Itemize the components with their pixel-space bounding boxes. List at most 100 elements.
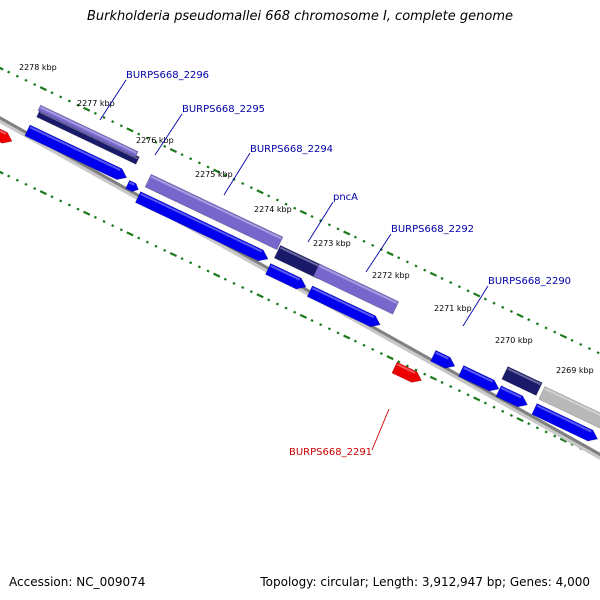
feature-light-1-highlight: [40, 106, 137, 154]
tick-mark: [429, 271, 438, 277]
tick-mark: [466, 393, 470, 397]
tick-mark: [126, 127, 134, 133]
kbp-tick-label: 2274 kbp: [254, 205, 292, 214]
gene-label[interactable]: BURPS668_2291: [289, 447, 372, 458]
feature-dark-2-highlight: [279, 246, 323, 269]
feature-light-3: [312, 263, 400, 315]
tick-mark: [449, 385, 453, 389]
kbp-tick-label: 2273 kbp: [313, 239, 351, 248]
tick-mark: [232, 281, 236, 285]
tick-mark: [189, 157, 193, 161]
tick-mark: [509, 413, 513, 417]
tick-mark: [241, 286, 245, 290]
gene-label-leader: [462, 285, 489, 327]
tick-mark: [492, 405, 496, 409]
feature-dark-2-shape: [273, 244, 325, 280]
tick-mark: [362, 343, 366, 347]
gene-label[interactable]: BURPS668_2294: [250, 144, 333, 155]
gene-label[interactable]: BURPS668_2295: [182, 104, 265, 115]
tick-mark: [7, 174, 11, 178]
feature-dark-3-shape: [501, 366, 543, 396]
accession-text: Accession: NC_009074: [9, 575, 146, 589]
kbp-tick-label: 2270 kbp: [495, 336, 533, 345]
tick-mark: [249, 186, 253, 190]
gene-label-leader: [154, 113, 183, 156]
tick-mark: [67, 99, 71, 103]
tick-mark: [223, 277, 227, 281]
tick-mark: [67, 203, 71, 207]
tick-mark: [76, 103, 80, 107]
gene-label[interactable]: pncA: [333, 192, 358, 203]
tick-mark: [267, 298, 271, 302]
cds-reverse-1-highlight: [396, 363, 416, 374]
cds-forward-5: [306, 285, 381, 328]
tick-mark: [327, 223, 331, 227]
tick-mark: [501, 305, 505, 309]
tick-mark: [0, 170, 4, 175]
cds-forward-8: [495, 385, 528, 408]
backbone-shadow: [0, 116, 600, 460]
tick-mark: [33, 186, 37, 191]
tick-mark: [362, 239, 366, 243]
tick-mark: [386, 355, 394, 361]
tick-mark: [553, 434, 557, 438]
cds-forward-9: [531, 403, 599, 442]
tick-mark: [93, 215, 97, 219]
tick-mark: [293, 206, 297, 210]
tick-mark: [414, 368, 418, 372]
cds-forward-3-highlight: [140, 192, 263, 253]
tick-mark: [39, 86, 47, 92]
feature-light-3-highlight: [318, 265, 398, 304]
tick-mark: [284, 306, 288, 310]
tick-mark: [15, 74, 19, 78]
tick-mark: [163, 248, 167, 252]
cds-reverse-1-shape: [391, 361, 422, 383]
tick-mark: [483, 401, 487, 405]
tick-mark: [379, 352, 383, 356]
tick-mark: [371, 347, 375, 351]
tick-mark: [15, 178, 19, 182]
feature-dark-3-highlight: [507, 367, 541, 386]
cds-forward-6: [430, 350, 456, 369]
tick-mark: [154, 244, 158, 248]
gene-label-leader: [99, 79, 127, 121]
feature-grey-1: [538, 386, 600, 434]
tick-mark: [275, 302, 279, 306]
tick-mark: [353, 339, 357, 343]
gene-label-leader: [371, 408, 390, 451]
gene-label[interactable]: BURPS668_2296: [126, 70, 209, 81]
tick-mark: [50, 91, 54, 95]
tick-mark: [83, 106, 91, 112]
tick-mark: [267, 194, 271, 198]
tick-mark: [213, 168, 221, 174]
feature-light-3-shape: [312, 263, 400, 315]
tick-mark: [457, 285, 461, 289]
tick-mark: [423, 268, 427, 272]
tick-mark: [137, 236, 141, 240]
cds-forward-7-highlight: [463, 366, 493, 383]
tick-mark: [197, 265, 201, 269]
feature-light-2-highlight: [150, 175, 282, 240]
tick-mark: [516, 417, 524, 423]
tick-mark: [535, 322, 539, 326]
tick-mark: [83, 210, 91, 216]
kbp-tick-label: 2271 kbp: [434, 304, 472, 313]
gene-label[interactable]: BURPS668_2290: [488, 276, 571, 287]
tick-mark: [516, 313, 524, 319]
tick-mark: [7, 70, 11, 74]
tick-mark: [473, 292, 481, 298]
tick-mark: [596, 351, 600, 355]
tick-mark: [76, 207, 80, 211]
tick-mark: [93, 111, 97, 115]
tick-mark: [559, 333, 568, 339]
gene-label[interactable]: BURPS668_2292: [391, 224, 474, 235]
tick-mark: [33, 82, 37, 87]
feature-light-1-shape: [37, 104, 139, 158]
feature-grey-1-shape: [538, 386, 600, 434]
cds-forward-6-shape: [430, 350, 456, 369]
map-title: Burkholderia pseudomallei 668 chromosome…: [86, 9, 514, 24]
tick-mark: [256, 189, 264, 195]
tick-mark: [126, 231, 134, 237]
tick-mark: [405, 260, 409, 264]
